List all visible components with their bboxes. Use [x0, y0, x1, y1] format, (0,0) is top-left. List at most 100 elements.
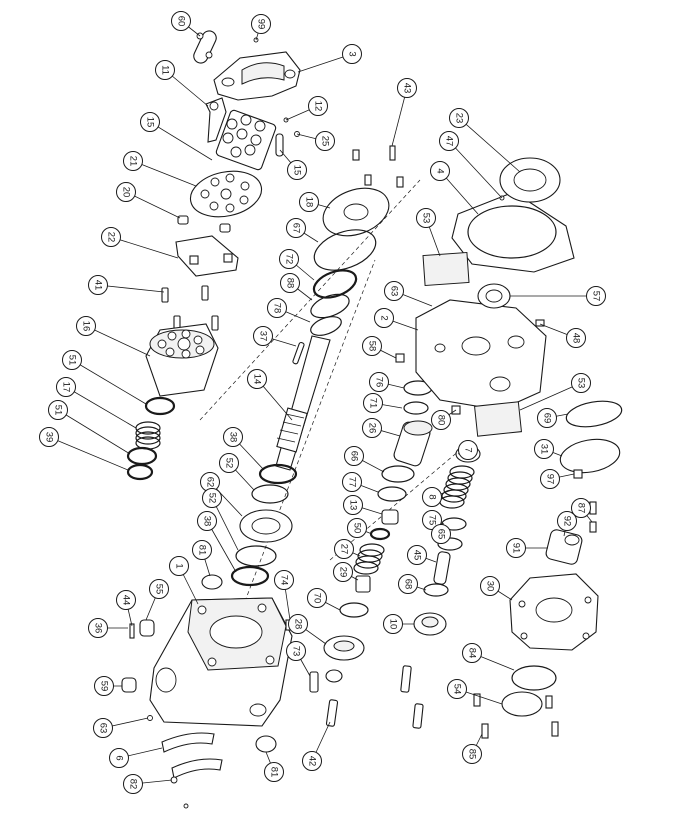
- callout-number: 38: [202, 516, 213, 527]
- leader-c53b: [519, 382, 582, 411]
- callout-number: 18: [304, 197, 315, 208]
- callout-c20: 20: [116, 182, 136, 202]
- leader-c15a: [149, 121, 213, 161]
- callout-c22: 22: [101, 227, 121, 247]
- callout-c78: 78: [267, 298, 287, 318]
- callout-number: 48: [571, 333, 582, 344]
- callout-c57: 57: [586, 286, 606, 306]
- part-51-circlip: [144, 396, 176, 416]
- leader-c51b: [57, 409, 131, 455]
- callout-c84: 84: [462, 643, 482, 663]
- callout-number: 52: [207, 493, 218, 504]
- part-11-rod: [205, 97, 227, 143]
- callout-number: 15: [292, 165, 303, 176]
- callout-number: 16: [81, 321, 92, 332]
- callout-c16: 16: [76, 316, 96, 336]
- callout-number: 45: [412, 550, 423, 561]
- part-59-plug: [121, 677, 137, 693]
- part-2-end-cover: [415, 299, 547, 411]
- part-29-sleeve: [355, 575, 371, 593]
- callout-c72: 72: [279, 249, 299, 269]
- callout-number: 20: [121, 187, 132, 198]
- part-52-ring: [251, 484, 289, 504]
- callout-c38a: 38: [223, 427, 243, 447]
- part-69-o-ring: [565, 400, 623, 428]
- callout-number: 26: [367, 423, 378, 434]
- callout-c81b: 81: [264, 762, 284, 782]
- callout-number: 15: [145, 117, 156, 128]
- leader-c23: [458, 117, 521, 173]
- callout-c67: 67: [286, 218, 306, 238]
- callout-number: 87: [576, 503, 587, 514]
- callout-number: 2: [379, 315, 390, 320]
- callout-number: 12: [313, 101, 324, 112]
- callout-c4: 4: [430, 161, 450, 181]
- callout-c50: 50: [347, 518, 367, 538]
- part-70-ring: [339, 602, 369, 618]
- callout-number: 38: [228, 432, 239, 443]
- callout-number: 36: [93, 623, 104, 634]
- callout-number: 58: [367, 341, 378, 352]
- callout-number: 60: [176, 16, 187, 27]
- screw-10a: [400, 665, 412, 693]
- callout-c7: 7: [458, 440, 478, 460]
- callout-c23: 23: [449, 108, 469, 128]
- assembly-axis-3: [329, 449, 461, 561]
- callout-c85: 85: [462, 744, 482, 764]
- part-63-pin: [147, 715, 153, 721]
- assembly-axis-1: [199, 179, 421, 421]
- part-31-cover: [559, 438, 621, 474]
- callout-c60: 60: [171, 11, 191, 31]
- part-78-ring: [310, 316, 342, 336]
- callout-number: 7: [463, 447, 474, 452]
- part-44-pin: [129, 623, 135, 639]
- callout-number: 13: [348, 500, 359, 511]
- part-42-screw: [325, 699, 339, 727]
- part-52-ring-2: [235, 545, 277, 567]
- callout-number: 55: [154, 584, 165, 595]
- callout-number: 14: [252, 374, 263, 385]
- screw-41b: [201, 285, 209, 301]
- callout-number: 1: [174, 563, 185, 568]
- callout-c65: 65: [431, 524, 451, 544]
- part-10-cap: [413, 612, 447, 636]
- part-17-spring: [135, 421, 161, 450]
- callout-c70: 70: [307, 588, 327, 608]
- part-1-main-housing: [149, 597, 293, 727]
- callout-number: 43: [402, 83, 413, 94]
- part-67-o-ring: [313, 229, 377, 271]
- callout-c59: 59: [94, 676, 114, 696]
- callout-number: 73: [291, 646, 302, 657]
- callout-number: 63: [98, 723, 109, 734]
- callout-number: 85: [467, 749, 478, 760]
- callout-number: 71: [368, 398, 379, 409]
- callout-c73: 73: [286, 641, 306, 661]
- part-57-bearing: [477, 283, 511, 309]
- callout-number: 80: [436, 415, 447, 426]
- callout-number: 72: [284, 254, 295, 265]
- callout-c27: 27: [334, 539, 354, 559]
- part-8-spring: [439, 465, 475, 509]
- callout-number: 74: [279, 575, 290, 586]
- callout-c69: 69: [537, 408, 557, 428]
- callout-c52b: 52: [202, 488, 222, 508]
- callout-number: 8: [427, 494, 438, 499]
- callout-c99: 99: [251, 14, 271, 34]
- callout-c41: 41: [88, 275, 108, 295]
- callout-number: 51: [53, 405, 64, 416]
- part-16-cylinder-block: [145, 323, 219, 397]
- leader-c47: [448, 140, 503, 199]
- screw-54b: [545, 695, 553, 709]
- leader-c21: [132, 160, 197, 187]
- callout-c1: 1: [169, 556, 189, 576]
- callout-number: 53: [576, 378, 587, 389]
- callout-number: 63: [389, 286, 400, 297]
- callout-number: 78: [272, 303, 283, 314]
- part-87-pin: [589, 521, 597, 533]
- callout-number: 27: [339, 544, 350, 555]
- callout-c18: 18: [299, 192, 319, 212]
- part-58-plug: [395, 353, 405, 363]
- callout-c74: 74: [274, 570, 294, 590]
- callout-number: 22: [106, 232, 117, 243]
